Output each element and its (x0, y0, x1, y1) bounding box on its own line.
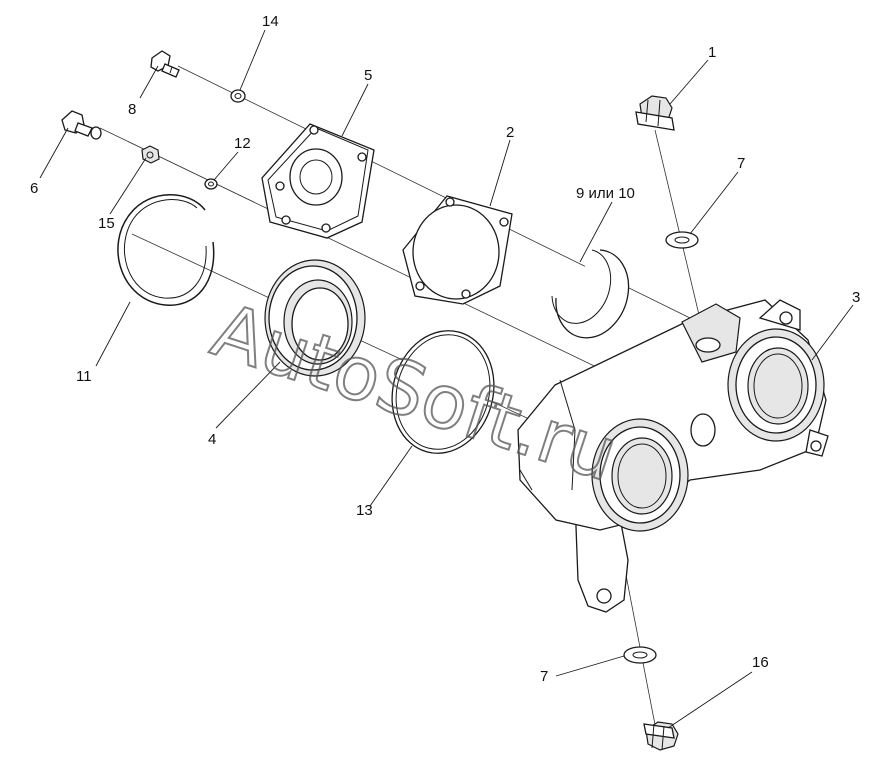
callout-11: 11 (76, 368, 92, 385)
callout-7-bottom: 7 (540, 668, 548, 685)
cover-part-5 (261, 123, 375, 239)
callout-3: 3 (852, 289, 860, 306)
callout-4: 4 (208, 431, 216, 448)
washer-part-14 (230, 89, 246, 103)
callout-6: 6 (30, 180, 38, 197)
washer-part-7-top (665, 231, 699, 249)
washer-part-12 (204, 178, 218, 190)
callout-14: 14 (262, 13, 279, 30)
callout-labels: 1 2 3 4 5 6 7 7 8 9 или 10 11 12 13 14 1… (30, 13, 860, 685)
o-ring-part-13 (391, 330, 495, 454)
callout-9-or-10: 9 или 10 (576, 185, 635, 202)
fitting-part-1 (635, 95, 675, 131)
snap-ring-part-11 (117, 194, 215, 306)
housing-part-3 (517, 299, 829, 613)
nut-part-15 (141, 145, 160, 164)
banjo-bolt-part-6 (61, 110, 102, 140)
seal-part-4 (264, 259, 366, 377)
fitting-part-16 (643, 721, 679, 751)
leader-lines (39, 29, 854, 729)
callout-7-top: 7 (737, 155, 745, 172)
callout-2: 2 (506, 124, 514, 141)
callout-15: 15 (98, 215, 115, 232)
callout-8: 8 (128, 101, 136, 118)
callout-16: 16 (752, 654, 769, 671)
washer-part-7-bottom (623, 646, 657, 664)
bolt-part-8 (150, 50, 180, 78)
gasket-part-2 (402, 195, 513, 305)
snap-ring-part-9 (551, 249, 630, 339)
callout-12: 12 (234, 135, 251, 152)
callout-13: 13 (356, 502, 373, 519)
callout-5: 5 (364, 67, 372, 84)
callout-1: 1 (708, 44, 716, 61)
